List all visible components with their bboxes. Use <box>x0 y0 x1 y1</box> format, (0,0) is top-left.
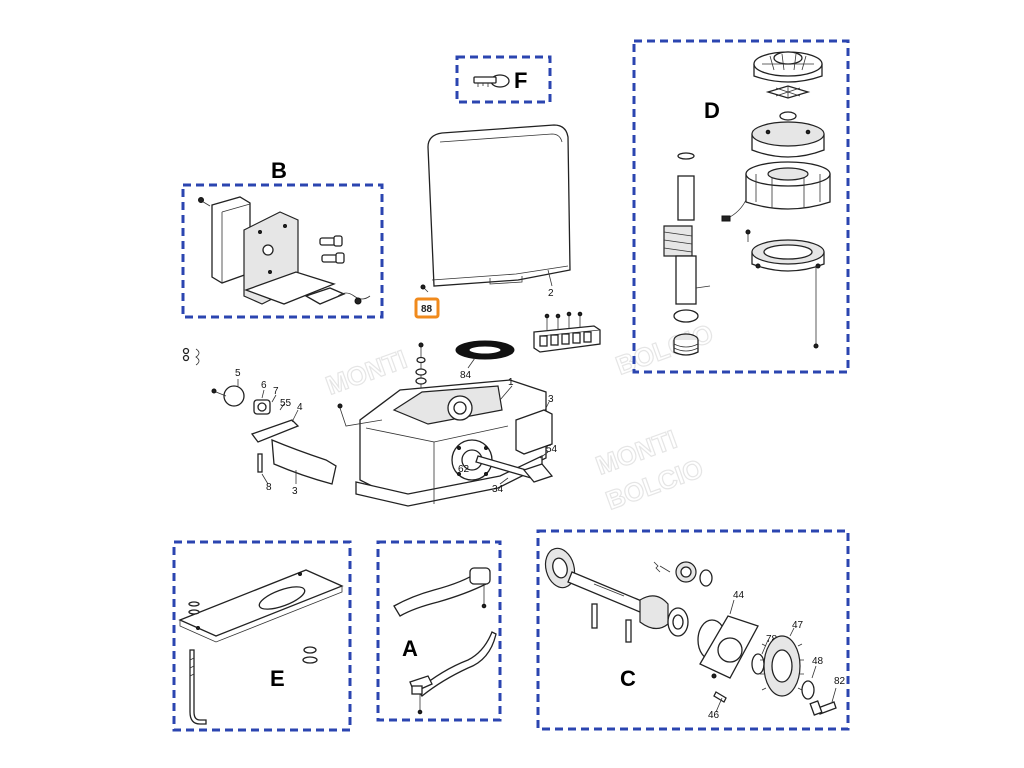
callout-4: 4 <box>297 402 303 413</box>
terminal-block <box>533 311 601 353</box>
group-e[interactable]: E <box>172 540 352 732</box>
gearbox-body: 1 62 3 54 34 <box>337 377 558 507</box>
screws-center <box>415 342 427 392</box>
bracket-parts <box>198 196 371 305</box>
callout-46: 46 <box>708 710 720 721</box>
group-c-border <box>536 529 850 731</box>
motor-parts <box>663 51 831 356</box>
group-b[interactable]: B <box>181 158 384 319</box>
callout-47: 47 <box>792 620 804 631</box>
callout-2: 2 <box>548 288 554 299</box>
callout-62: 62 <box>458 464 470 475</box>
group-a-border <box>376 540 502 722</box>
callout-6: 6 <box>261 380 267 391</box>
lever-parts <box>393 567 497 715</box>
group-c-label: C <box>620 666 636 691</box>
group-b-border <box>181 183 384 319</box>
group-d[interactable]: D <box>632 39 850 374</box>
callout-1: 1 <box>508 377 514 388</box>
group-d-border <box>632 39 850 374</box>
callout-84: 84 <box>460 370 472 381</box>
pinion-parts: 44 46 78 47 48 82 <box>544 547 846 721</box>
callout-5: 5 <box>235 368 241 379</box>
callout-44: 44 <box>733 590 745 601</box>
base-plate-parts <box>178 569 344 725</box>
callout-8: 8 <box>266 482 272 493</box>
group-a-label: A <box>402 636 418 661</box>
highlighted-part-88[interactable]: 88 <box>414 284 440 319</box>
gasket-part: 84 <box>455 340 515 381</box>
group-f-border <box>455 55 552 104</box>
callout-78: 78 <box>766 634 778 645</box>
group-c[interactable]: 44 46 78 47 48 82 C <box>536 529 850 731</box>
group-f[interactable]: F <box>455 55 552 104</box>
callout-7: 7 <box>273 386 279 397</box>
key-icon <box>473 74 510 88</box>
cover-part: 2 <box>427 124 571 299</box>
callout-34: 34 <box>492 484 504 495</box>
group-e-label: E <box>270 666 285 691</box>
group-b-label: B <box>271 158 287 183</box>
callout-55: 55 <box>280 398 292 409</box>
highlight-border <box>414 297 440 319</box>
group-f-label: F <box>514 68 527 93</box>
callout-3-right: 3 <box>548 394 554 405</box>
group-a[interactable]: A <box>376 540 502 722</box>
callout-54: 54 <box>546 444 558 455</box>
callout-82: 82 <box>834 676 846 687</box>
highlighted-part-label: 88 <box>421 304 433 315</box>
screws-left <box>182 347 200 366</box>
release-lever-assembly: 5 6 7 55 4 3 8 <box>211 368 337 497</box>
group-d-label: D <box>704 98 720 123</box>
group-e-border <box>172 540 352 732</box>
callout-3-left: 3 <box>292 486 298 497</box>
callout-48: 48 <box>812 656 824 667</box>
